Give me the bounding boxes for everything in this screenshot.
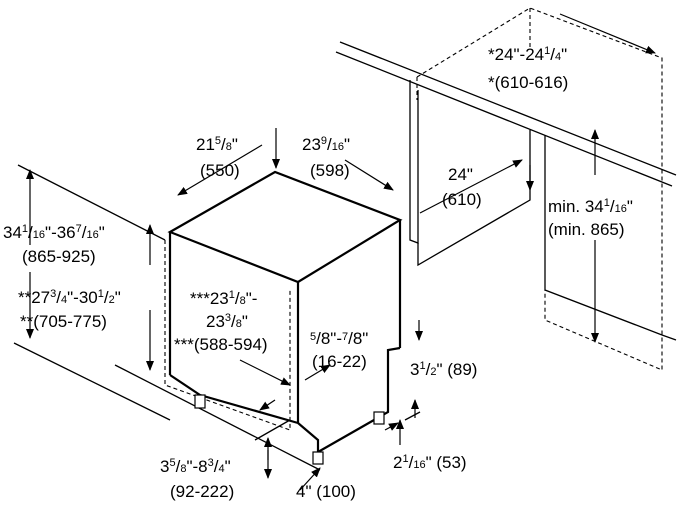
label-depth-21: 215/8" <box>196 135 238 154</box>
label-panel-width-mm: ***(588-594) <box>174 335 268 354</box>
label-overall-height-mm: (865-925) <box>22 247 96 266</box>
label-door-height-mm: **(705-775) <box>20 312 107 331</box>
label-gap-mm: (16-22) <box>312 352 367 371</box>
cabinet-niche <box>335 7 677 371</box>
label-panel-width-2: 233/8" <box>206 312 248 331</box>
label-cabinet-width-mm: *(610-616) <box>488 73 568 92</box>
label-width-23: 239/16" <box>302 135 350 154</box>
label-overall-height: 341/16"-367/16" <box>3 223 105 242</box>
floor-lines <box>13 164 321 471</box>
label-leg-adjust-mm: (92-222) <box>170 482 234 501</box>
label-leg-adjust: 35/8"-83/4" <box>160 457 231 476</box>
label-foot-depth: 21/16" (53) <box>393 453 467 472</box>
label-toe-kick: 31/2" (89) <box>410 360 477 379</box>
dimension-labels: *24"-241/4" *(610-616) 24" (610) min. 34… <box>3 45 633 501</box>
dimension-lines <box>26 13 656 491</box>
label-depth-24-mm: (610) <box>442 190 482 209</box>
label-min-height-mm: (min. 865) <box>548 220 625 239</box>
label-depth-21-mm: (550) <box>200 161 240 180</box>
label-width-23-mm: (598) <box>310 161 350 180</box>
label-cabinet-width: *24"-241/4" <box>488 45 567 64</box>
foot-front <box>312 451 324 465</box>
label-gap: 5/8"-7/8" <box>310 329 368 348</box>
foot-left <box>194 394 206 409</box>
label-panel-width: ***231/8"- <box>190 289 257 308</box>
foot-right <box>373 411 385 425</box>
label-door-height: **273/4"-301/2" <box>18 288 121 307</box>
label-min-height: min. 341/16" <box>548 197 633 216</box>
dishwasher-body <box>164 170 403 465</box>
label-depth-24: 24" <box>448 165 473 184</box>
label-four-inch: 4" (100) <box>296 482 356 501</box>
